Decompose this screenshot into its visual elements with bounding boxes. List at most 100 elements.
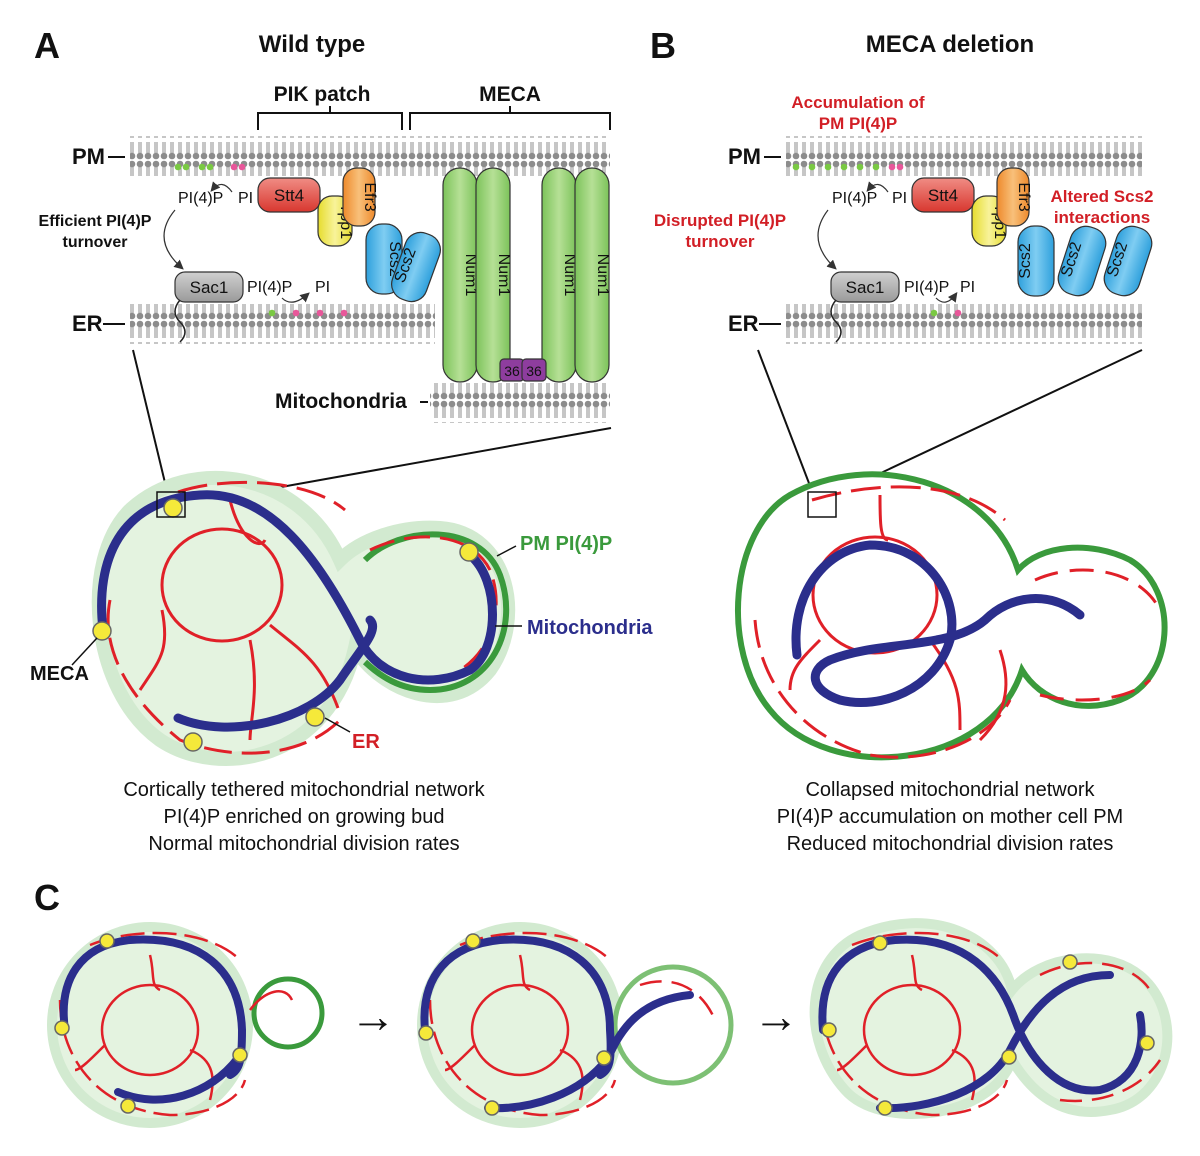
caption-a-line-3: Normal mitochondrial division rates <box>148 833 459 855</box>
mdm36-label-a: 36 <box>504 363 520 379</box>
efr3-label-b: Efr3 <box>1015 182 1032 211</box>
pi4p-pm-label: PI(4)P <box>178 190 223 207</box>
stt4-label: Stt4 <box>274 186 304 205</box>
mdm36-dimer: 36 36 <box>499 358 547 382</box>
disrupt-label-2: turnover <box>686 232 755 251</box>
panel-c-letter: C <box>34 877 60 918</box>
pi-er-label-b: PI <box>960 279 975 296</box>
mito-membrane-label: Mitochondria <box>275 390 407 413</box>
scs2-protein-b: Scs2 <box>391 231 441 303</box>
pm-label: PM <box>72 144 105 169</box>
num1-label-3: Num1 <box>561 254 578 297</box>
pm-label-b: PM <box>728 144 761 169</box>
scs2-protein-b1: Scs2 <box>1017 225 1055 297</box>
meca-dots-a <box>92 498 479 752</box>
cell-c2 <box>417 922 734 1128</box>
pi-er-label: PI <box>315 279 330 296</box>
stt4-protein-b: Stt4 <box>911 177 975 213</box>
sac1-protein-b: Sac1 <box>830 271 900 343</box>
er-label: ER <box>72 311 103 336</box>
mito-network-b <box>791 540 1085 707</box>
turnover-label-1: Efficient PI(4)P <box>39 213 152 230</box>
cell-a: PM PI(4)P Mitochondria MECA ER <box>30 470 653 766</box>
altered-label-1: Altered Scs2 <box>1051 187 1154 206</box>
caption-b-line-1: Collapsed mitochondrial network <box>805 779 1095 801</box>
scs2-protein-b3: Scs2 <box>1103 225 1153 297</box>
er-lipids-b <box>930 309 962 317</box>
efr3-label: Efr3 <box>361 182 378 211</box>
mdm36-label-b: 36 <box>526 363 542 379</box>
stt4-label-b: Stt4 <box>928 186 958 205</box>
cell-b <box>735 471 1168 761</box>
sac1-label-b: Sac1 <box>846 278 885 297</box>
scs2-label-b1: Scs2 <box>1017 243 1034 279</box>
num1-protein-1: Num1 <box>442 167 479 383</box>
num1-protein-4: Num1 <box>574 167 611 383</box>
cell-a-pm-pi4p-label: PM PI(4)P <box>520 533 612 555</box>
caption-a-line-2: PI(4)P enriched on growing bud <box>164 806 445 828</box>
pm-membrane-b <box>786 136 1142 176</box>
pi4p-er-label-b: PI(4)P <box>904 279 949 296</box>
cell-c1-bud <box>251 976 325 1050</box>
num1-label-2: Num1 <box>495 254 512 297</box>
transition-arrow-2: → <box>753 990 799 1042</box>
meca-dots-c2 <box>418 933 612 1116</box>
mito-network-a <box>97 490 497 732</box>
pi-pm-label-b: PI <box>892 190 907 207</box>
meca-bracket: MECA <box>409 83 611 130</box>
meca-bracket-label: MECA <box>479 83 541 106</box>
mito-membrane <box>430 383 610 423</box>
cell-a-er-label: ER <box>352 731 380 753</box>
efr3-protein: Efr3 <box>342 167 378 227</box>
transition-arrow-1: → <box>350 990 396 1042</box>
pm-pi4p-lipids-b <box>792 163 904 171</box>
caption-b-line-3: Reduced mitochondrial division rates <box>787 833 1114 855</box>
caption-b-line-2: PI(4)P accumulation on mother cell PM <box>777 806 1123 828</box>
panel-a-letter: A <box>34 25 60 66</box>
accum-label-2: PM PI(4)P <box>819 114 897 133</box>
cell-c1-halo <box>47 922 253 1128</box>
altered-label-2: interactions <box>1054 208 1150 227</box>
pi-pm-label: PI <box>238 190 253 207</box>
turnover-label-2: turnover <box>63 234 128 251</box>
sac1-protein: Sac1 <box>174 271 244 343</box>
panel-b-letter: B <box>650 25 676 66</box>
pi4p-pm-label-b: PI(4)P <box>832 190 877 207</box>
zoom-box-b <box>807 491 837 518</box>
num1-label-1: Num1 <box>462 254 479 297</box>
cell-c3 <box>809 918 1173 1119</box>
meca-dots-c3 <box>821 935 1155 1116</box>
panel-b: B MECA deletion Accumulation of PM PI(4)… <box>650 25 1168 855</box>
panel-a-title: Wild type <box>259 31 365 58</box>
efr3-protein-b: Efr3 <box>996 167 1032 227</box>
cell-a-mito-label: Mitochondria <box>527 617 653 639</box>
er-network-c3 <box>820 931 1162 1117</box>
panel-a: A Wild type PIK patch MECA PM ER M <box>30 25 653 855</box>
pi4p-er-label: PI(4)P <box>247 279 292 296</box>
num1-protein-3: Num1 <box>541 167 578 383</box>
scs2-protein-b2: Scs2 <box>1057 225 1107 297</box>
accum-label-1: Accumulation of <box>791 93 925 112</box>
cell-c2-bud <box>612 964 734 1086</box>
cell-c3-halo <box>809 918 1173 1119</box>
panel-c: C → <box>34 877 1173 1128</box>
panel-b-title: MECA deletion <box>866 31 1034 58</box>
disrupt-label-1: Disrupted PI(4)P <box>654 211 786 230</box>
sac1-label: Sac1 <box>190 278 229 297</box>
cell-a-halo <box>91 470 516 766</box>
zoom-box-a <box>156 491 186 518</box>
pik-patch-bracket: PIK patch <box>257 83 403 130</box>
pik-patch-label: PIK patch <box>274 83 371 106</box>
er-membrane-b <box>786 304 1142 344</box>
num1-protein-2: Num1 <box>475 167 512 383</box>
meca-dots-c1 <box>54 933 248 1114</box>
num1-label-4: Num1 <box>594 254 611 297</box>
cell-a-meca-label: MECA <box>30 663 89 685</box>
bud-pm-pi4p <box>362 531 510 694</box>
caption-a-line-1: Cortically tethered mitochondrial networ… <box>123 779 485 801</box>
er-label-b: ER <box>728 311 759 336</box>
cell-c1 <box>47 922 325 1128</box>
er-lipids <box>268 309 348 317</box>
pm-pi4p-lipids <box>174 163 246 171</box>
